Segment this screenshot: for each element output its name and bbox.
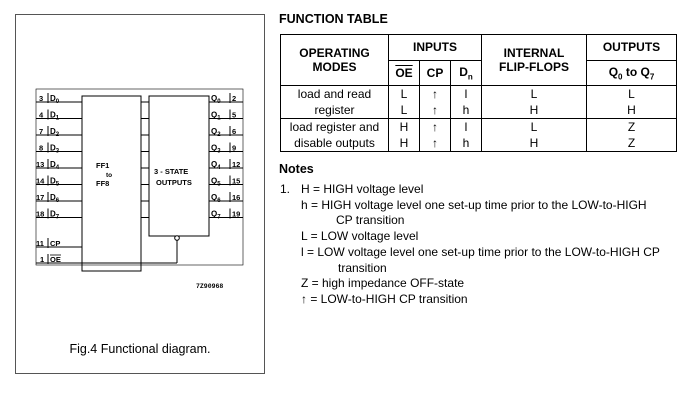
header-cp: CP — [419, 59, 451, 86]
q-pin-number: 12 — [232, 160, 240, 169]
notes-title: Notes — [279, 162, 314, 176]
mode-cell: load register and disable outputs — [280, 118, 389, 152]
output-label-2: OUTPUTS — [156, 178, 192, 187]
header-q-range: Q0 to Q7 — [586, 59, 677, 86]
cp-pin-number: 11 — [36, 239, 44, 248]
q-pin-number: 2 — [232, 94, 236, 103]
q-output-label: Q5 — [211, 177, 221, 188]
note-line: Z = high impedance OFF-state — [301, 276, 465, 291]
note-line: CP transition — [336, 213, 405, 228]
q-pin-number: 16 — [232, 193, 240, 202]
header-inputs: INPUTS — [388, 34, 482, 61]
q-output-label: Q0 — [211, 94, 221, 105]
figure-caption: Fig.4 Functional diagram. — [69, 342, 211, 356]
d-input-label: D2 — [50, 127, 60, 138]
d-pin-number: 17 — [36, 193, 44, 202]
q-output-label: Q2 — [211, 127, 221, 138]
mode-cell: load and read register — [280, 85, 389, 119]
pin-box — [35, 88, 244, 266]
cp-label: CP — [50, 239, 60, 248]
q-pin-number: 9 — [232, 144, 236, 153]
note-line: l = LOW voltage level one set-up time pr… — [301, 244, 660, 259]
ff-block — [81, 95, 142, 272]
d-input-label: D5 — [50, 177, 60, 188]
d-input-label: D0 — [50, 94, 60, 105]
ff-label-1: FF1 — [96, 161, 109, 170]
ff-label-3: FF8 — [96, 179, 109, 188]
d-pin-number: 13 — [36, 160, 44, 169]
d-pin-number: 4 — [39, 111, 44, 120]
note-line: H = HIGH voltage level — [301, 182, 424, 196]
cp-cell: ↑↑ — [419, 85, 451, 119]
d-input-label: D1 — [50, 111, 60, 122]
d-pin-number: 14 — [36, 177, 45, 186]
q-output-label: Q1 — [211, 111, 221, 122]
ff-label-2: to — [106, 172, 112, 179]
note-line: ↑ = LOW-to-HIGH CP transition — [301, 291, 468, 306]
oe-label: OE — [50, 255, 61, 264]
note-line: h = HIGH voltage level one set-up time p… — [301, 197, 647, 212]
d-input-label: D4 — [50, 160, 60, 171]
output-label-1: 3 - STATE — [154, 167, 188, 176]
q-pin-number: 5 — [232, 111, 236, 120]
q-pin-number: 6 — [232, 127, 236, 136]
q-pin-number: 19 — [232, 210, 240, 219]
d-input-label: D6 — [50, 193, 60, 204]
function-table: OPERATING MODES INPUTS INTERNAL FLIP-FLO… — [280, 34, 677, 152]
figure-code: 7Z90968 — [196, 283, 223, 290]
d-input-label: D7 — [50, 210, 60, 221]
q-output-label: Q4 — [211, 160, 221, 171]
q-output-label: Q3 — [211, 144, 221, 155]
oe-inverter-bubble — [174, 235, 180, 241]
header-oe: OE — [388, 59, 420, 86]
header-outputs: OUTPUTS — [586, 34, 677, 61]
d-pin-number: 7 — [39, 127, 43, 136]
header-dn: Dn — [450, 59, 482, 86]
oe-pin-number: 1 — [40, 255, 44, 264]
d-pin-number: 3 — [39, 94, 43, 103]
diagram-frame — [15, 14, 265, 374]
d-input-label: D3 — [50, 144, 60, 155]
functional-diagram: 3 D0 4 D1 7 D2 8 D3 13 D4 14 D5 17 D6 18 D7 Q0 2Q1 5Q2 6Q3 9… — [35, 88, 244, 290]
output-block — [148, 95, 210, 237]
header-operating-modes: OPERATING MODES — [280, 34, 389, 86]
q-output-label: Q6 — [211, 193, 221, 204]
note-line: transition — [338, 260, 387, 275]
function-table-title: FUNCTION TABLE — [279, 12, 388, 26]
header-internal-flip-flops: INTERNAL FLIP-FLOPS — [481, 34, 587, 86]
q-output-label: Q7 — [211, 210, 221, 221]
d-pin-number: 18 — [36, 210, 44, 219]
note-line: L = LOW voltage level — [301, 229, 419, 244]
note-number: 1. — [280, 182, 291, 196]
d-pin-number: 8 — [39, 144, 43, 153]
cp-cell: ↑↑ — [419, 118, 451, 152]
q-pin-number: 15 — [232, 177, 240, 186]
